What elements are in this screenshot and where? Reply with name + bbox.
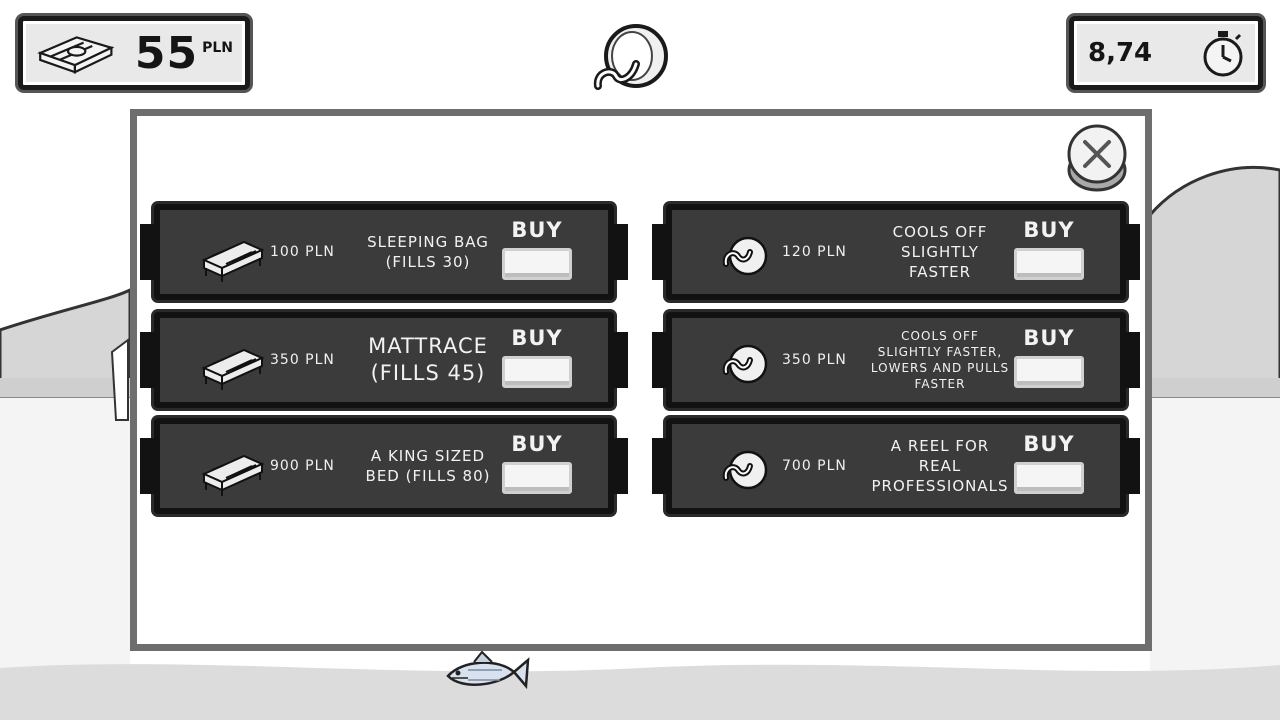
item-price: 120 PLN	[782, 244, 847, 260]
bed-icon	[201, 240, 265, 282]
item-description: COOLS OFF SLIGHTLY FASTER	[892, 223, 988, 281]
item-price: 900 PLN	[270, 458, 335, 474]
cash-bundle-icon	[37, 36, 115, 74]
item-description: COOLS OFF SLIGHTLY FASTER, LOWERS AND PU…	[870, 329, 1010, 391]
buy-button-king-bed[interactable]	[502, 462, 572, 494]
close-x-icon	[1083, 140, 1111, 168]
buy-label: BUY	[511, 218, 563, 242]
item-description: A REEL FOR REAL PROFESSIONALS	[871, 437, 1009, 495]
buy-label: BUY	[1023, 218, 1075, 242]
timer-display: 8,74	[1069, 16, 1263, 90]
money-amount: 55	[134, 27, 199, 79]
item-price: 350 PLN	[270, 352, 335, 368]
timer-value: 8,74	[1088, 38, 1153, 68]
fishing-reel-icon	[593, 24, 668, 90]
fishing-reel-icon	[722, 236, 768, 276]
money-unit: PLN	[202, 40, 233, 56]
buy-button-reel-2[interactable]	[1014, 356, 1084, 388]
buy-button-reel-3[interactable]	[1014, 462, 1084, 494]
buy-label: BUY	[1023, 432, 1075, 456]
bed-icon	[201, 454, 265, 496]
fishing-reel-icon	[722, 344, 768, 384]
fish-icon	[446, 650, 530, 690]
money-display: 55 PLN	[18, 16, 250, 90]
shop-item-reel-1: 120 PLN COOLS OFF SLIGHTLY FASTER BUY	[652, 204, 1140, 300]
bed-icon	[201, 348, 265, 390]
stopwatch-icon	[1203, 31, 1243, 77]
item-description: A KING SIZED BED (FILLS 80)	[365, 447, 491, 485]
buy-button-reel-1[interactable]	[1014, 248, 1084, 280]
shop-item-reel-2: 350 PLN COOLS OFF SLIGHTLY FASTER, LOWER…	[652, 312, 1140, 408]
item-price: 100 PLN	[270, 244, 335, 260]
buy-label: BUY	[511, 432, 563, 456]
buy-label: BUY	[1023, 326, 1075, 350]
buy-button-sleeping-bag[interactable]	[502, 248, 572, 280]
shop-item-king-bed: 900 PLN A KING SIZED BED (FILLS 80) BUY	[140, 418, 628, 514]
item-description: MATTRACE (FILLS 45)	[368, 334, 488, 385]
item-price: 700 PLN	[782, 458, 847, 474]
buy-label: BUY	[511, 326, 563, 350]
shop-item-sleeping-bag: 100 PLN SLEEPING BAG (FILLS 30) BUY	[140, 204, 628, 300]
close-button[interactable]	[1065, 122, 1129, 194]
shop-item-mattrace: 350 PLN MATTRACE (FILLS 45) BUY	[140, 312, 628, 408]
buy-button-mattrace[interactable]	[502, 356, 572, 388]
item-description: SLEEPING BAG (FILLS 30)	[367, 233, 489, 271]
item-price: 350 PLN	[782, 352, 847, 368]
shop-item-reel-3: 700 PLN A REEL FOR REAL PROFESSIONALS BU…	[652, 418, 1140, 514]
fishing-reel-icon	[722, 450, 768, 490]
